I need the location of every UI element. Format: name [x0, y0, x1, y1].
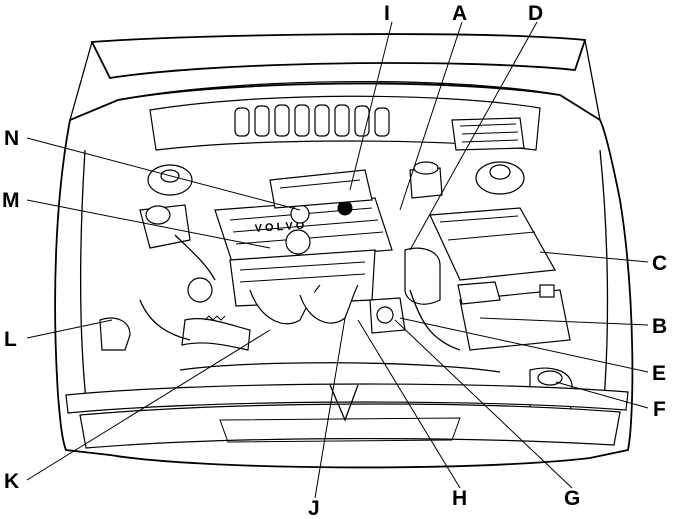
- leader-line-e: [399, 317, 649, 373]
- leader-line-l: [26, 319, 113, 339]
- left-bracket: [99, 317, 131, 351]
- callout-h: H: [452, 487, 467, 510]
- right-reservoir: [475, 161, 525, 195]
- leader-line-c: [539, 251, 649, 263]
- callout-l: L: [4, 328, 17, 351]
- callout-d: D: [528, 2, 543, 25]
- leader-line-h: [357, 319, 461, 489]
- callout-b: B: [652, 315, 667, 338]
- leader-lines: [26, 21, 649, 499]
- callout-m: M: [2, 189, 20, 212]
- leader-line-b: [479, 317, 649, 326]
- callout-k: K: [4, 470, 19, 493]
- front-bumper: [65, 362, 629, 449]
- leader-line-i: [349, 21, 393, 191]
- leader-line-j: [314, 317, 346, 499]
- callout-g: G: [564, 487, 580, 510]
- leader-line-n: [26, 137, 301, 211]
- leader-line-g: [394, 319, 573, 489]
- battery: [457, 281, 571, 351]
- leader-line-k: [26, 329, 271, 481]
- leader-line-f: [555, 381, 649, 409]
- intake-manifold: [181, 277, 359, 351]
- callout-j: J: [308, 497, 320, 519]
- distributor: [369, 297, 406, 334]
- coolant-tank: [139, 204, 216, 281]
- callout-i: I: [384, 2, 390, 25]
- leader-line-d: [409, 21, 538, 251]
- brake-reservoir: [409, 161, 443, 199]
- radiator-hoses: [139, 289, 461, 351]
- callout-a: A: [452, 2, 467, 25]
- callout-n: N: [4, 127, 19, 150]
- leader-line-a: [399, 21, 463, 211]
- leader-line-m: [26, 199, 271, 249]
- callout-e: E: [652, 362, 666, 385]
- air-filter-box: [404, 207, 556, 305]
- callout-c: C: [652, 252, 667, 275]
- callout-f: F: [653, 398, 666, 421]
